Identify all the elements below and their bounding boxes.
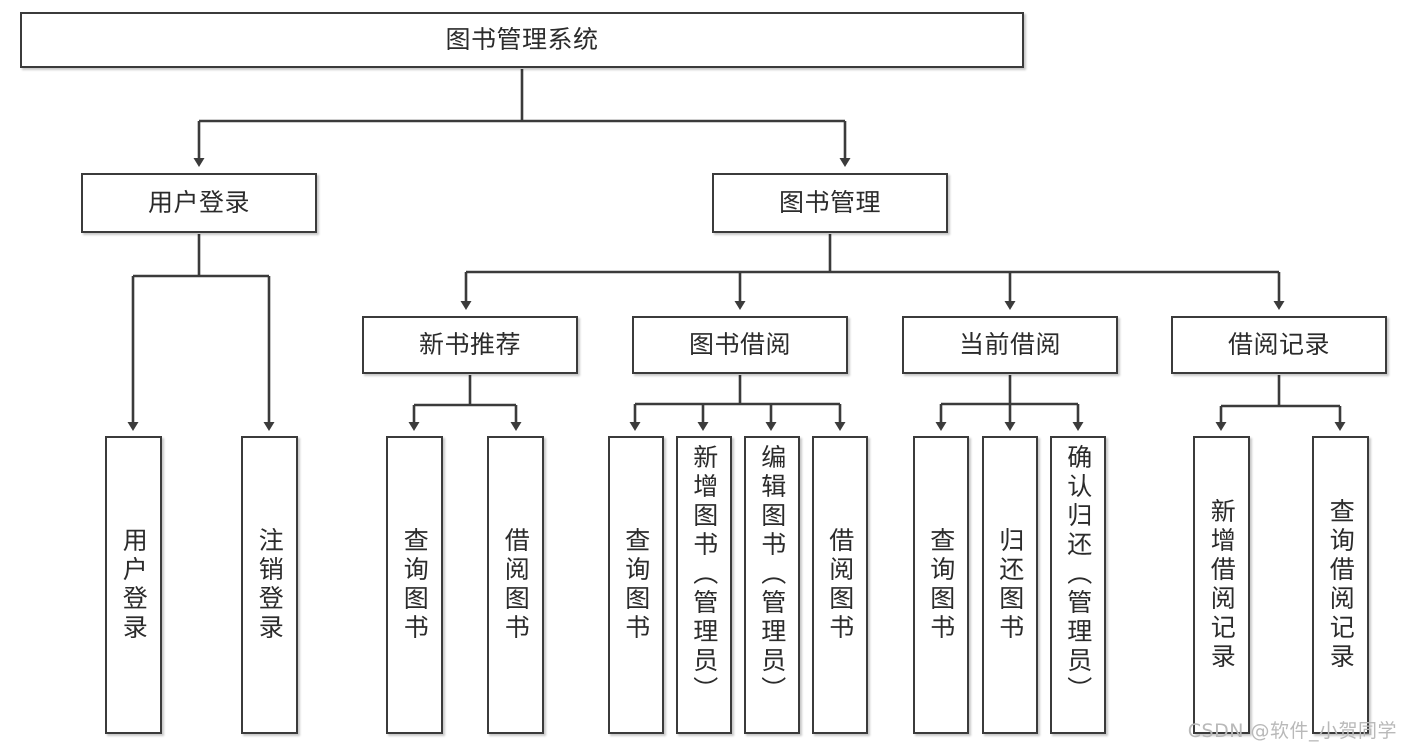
node-user-login-label: 用户登录 — [147, 188, 250, 218]
node-leaf-query-book-1[interactable]: 查询图书 — [386, 436, 443, 734]
node-new-book-recommend[interactable]: 新书推荐 — [362, 316, 578, 374]
node-leaf-return-book[interactable]: 归还图书 — [982, 436, 1038, 734]
node-leaf-add-book-label: 新增图书（管理员） — [689, 444, 719, 705]
node-leaf-query-book-3-label: 查询图书 — [926, 527, 956, 643]
node-leaf-query-record[interactable]: 查询借阅记录 — [1312, 436, 1369, 734]
node-leaf-borrow-book-1-label: 借阅图书 — [501, 527, 531, 643]
node-leaf-add-record-label: 新增借阅记录 — [1207, 498, 1237, 672]
node-leaf-query-book-3[interactable]: 查询图书 — [913, 436, 969, 734]
node-book-management[interactable]: 图书管理 — [712, 173, 948, 233]
node-leaf-add-record[interactable]: 新增借阅记录 — [1193, 436, 1250, 734]
node-borrow-record[interactable]: 借阅记录 — [1171, 316, 1387, 374]
node-leaf-return-book-label: 归还图书 — [995, 527, 1025, 643]
node-leaf-edit-book-label: 编辑图书（管理员） — [757, 444, 787, 705]
node-leaf-logout[interactable]: 注销登录 — [241, 436, 298, 734]
node-leaf-borrow-book-1[interactable]: 借阅图书 — [487, 436, 544, 734]
node-leaf-edit-book[interactable]: 编辑图书（管理员） — [744, 436, 800, 734]
node-current-borrow-label: 当前借阅 — [958, 330, 1061, 360]
node-user-login[interactable]: 用户登录 — [81, 173, 317, 233]
node-leaf-add-book[interactable]: 新增图书（管理员） — [676, 436, 732, 734]
node-book-management-label: 图书管理 — [778, 188, 881, 218]
node-leaf-query-book-2[interactable]: 查询图书 — [608, 436, 664, 734]
watermark: CSDN @软件_小贺同学 — [1187, 720, 1397, 742]
node-borrow-record-label: 借阅记录 — [1227, 330, 1330, 360]
node-book-borrow-label: 图书借阅 — [688, 330, 791, 360]
node-new-book-recommend-label: 新书推荐 — [418, 330, 521, 360]
node-book-borrow[interactable]: 图书借阅 — [632, 316, 848, 374]
node-current-borrow[interactable]: 当前借阅 — [902, 316, 1118, 374]
node-leaf-borrow-book-2-label: 借阅图书 — [825, 527, 855, 643]
node-leaf-query-record-label: 查询借阅记录 — [1326, 498, 1356, 672]
node-leaf-query-book-2-label: 查询图书 — [621, 527, 651, 643]
node-leaf-user-login-label: 用户登录 — [119, 527, 149, 643]
node-leaf-confirm-return[interactable]: 确认归还（管理员） — [1050, 436, 1106, 734]
node-leaf-logout-label: 注销登录 — [255, 527, 285, 643]
node-leaf-user-login[interactable]: 用户登录 — [105, 436, 162, 734]
node-root-label: 图书管理系统 — [445, 25, 599, 55]
node-leaf-borrow-book-2[interactable]: 借阅图书 — [812, 436, 868, 734]
node-leaf-confirm-return-label: 确认归还（管理员） — [1063, 444, 1093, 705]
node-leaf-query-book-1-label: 查询图书 — [400, 527, 430, 643]
node-root[interactable]: 图书管理系统 — [20, 12, 1024, 68]
